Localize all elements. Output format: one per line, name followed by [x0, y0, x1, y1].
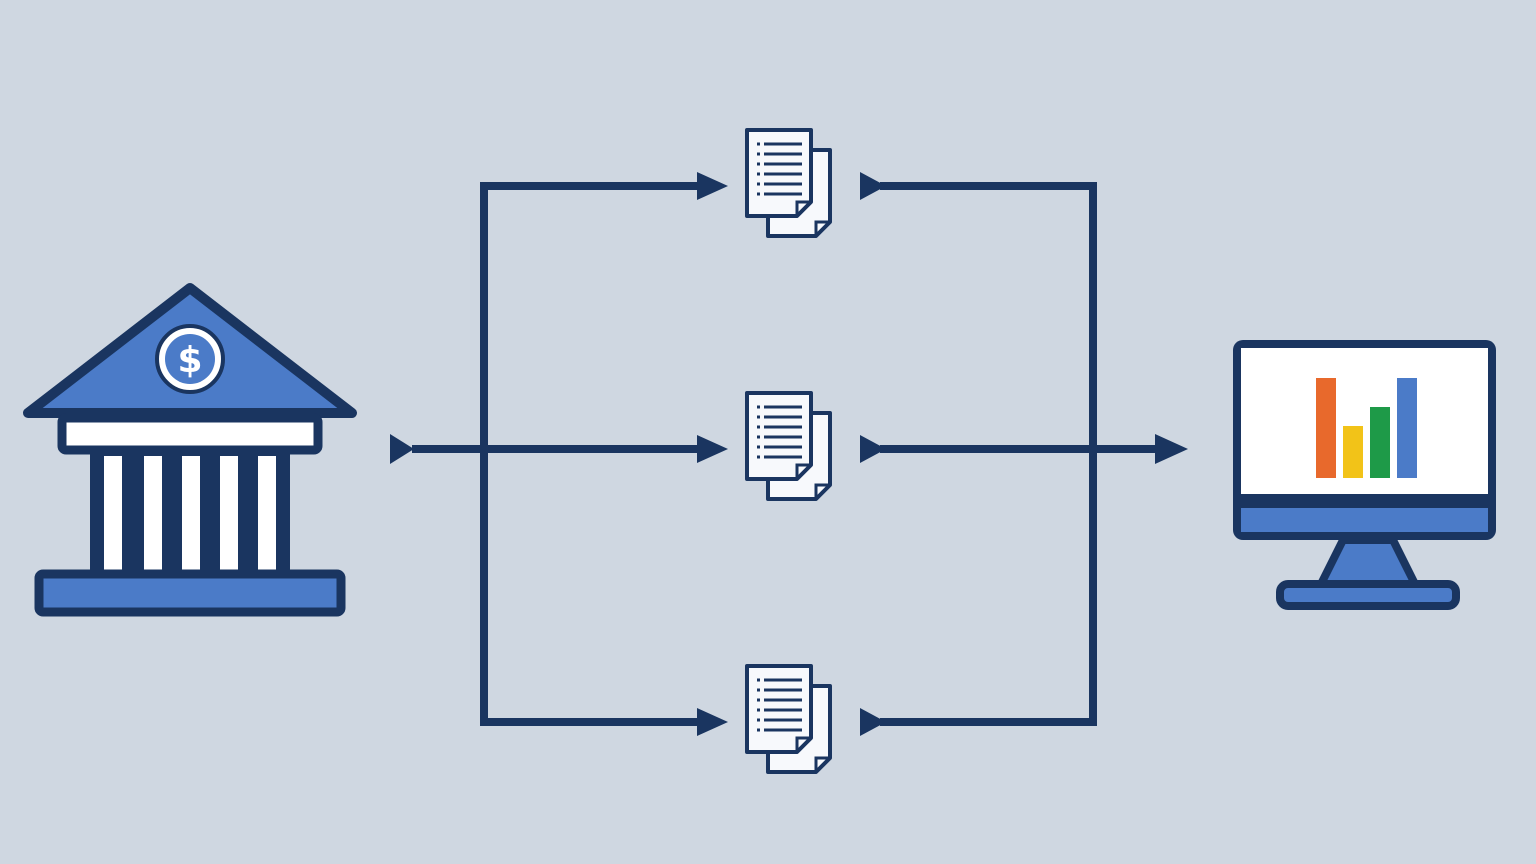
document-text-line — [764, 718, 802, 722]
document-text-line — [764, 415, 802, 419]
document-bullet — [757, 182, 760, 186]
document-bullet — [757, 142, 760, 146]
bank-column — [258, 456, 276, 572]
bank-entablature — [57, 413, 323, 455]
document-text-line — [764, 162, 802, 166]
arrow-head-doc-1 — [697, 172, 728, 200]
document-text-line — [764, 455, 802, 459]
bank-base — [34, 569, 346, 617]
chart-bar — [1343, 426, 1363, 478]
document-bullet — [757, 698, 760, 702]
document-text-line — [764, 142, 802, 146]
chart-bar — [1316, 378, 1336, 478]
arrow-tail-doc-1 — [860, 172, 886, 200]
document-front-sheet-fold — [795, 463, 811, 479]
document-stack-icon — [745, 128, 832, 238]
document-bullet — [757, 425, 760, 429]
document-bullet — [757, 172, 760, 176]
connector-bank-to-doc-3 — [480, 449, 700, 726]
dollar-sign-icon: $ — [177, 340, 202, 381]
document-bullet — [757, 162, 760, 166]
document-text-line — [764, 698, 802, 702]
document-text-line — [764, 152, 802, 156]
connectors-right — [880, 182, 1160, 726]
bank-column — [182, 456, 200, 572]
arrow-tail-doc-3 — [860, 708, 886, 736]
document-text-line — [764, 728, 802, 732]
document-stack-icon — [745, 664, 832, 774]
arrowheads-left — [390, 172, 728, 736]
chart-bar — [1370, 407, 1390, 478]
document-bullet — [757, 192, 760, 196]
document-bullet — [757, 455, 760, 459]
monitor-stand — [1317, 536, 1419, 588]
arrowheads-right — [860, 172, 1188, 736]
document-back-sheet-fold — [814, 756, 830, 772]
monitor-chin — [1241, 508, 1488, 532]
document-bullet — [757, 728, 760, 732]
connector-bank-to-doc-1 — [480, 182, 700, 449]
document-bullet — [757, 688, 760, 692]
document-bullet — [757, 445, 760, 449]
document-bullet — [757, 718, 760, 722]
document-text-line — [764, 445, 802, 449]
documents — [745, 128, 832, 774]
arrow-head-doc-3 — [697, 708, 728, 736]
connector-doc-1-to-monitor — [880, 182, 1097, 449]
monitor-chart-icon — [1233, 340, 1496, 610]
document-front-sheet-fold — [795, 736, 811, 752]
bank-column — [220, 456, 238, 572]
document-bullet — [757, 152, 760, 156]
document-text-line — [764, 688, 802, 692]
document-text-line — [764, 192, 802, 196]
document-text-line — [764, 172, 802, 176]
document-back-sheet-fold — [814, 483, 830, 499]
arrow-tail-doc-2 — [860, 435, 886, 463]
document-text-line — [764, 425, 802, 429]
monitor-foot — [1276, 580, 1460, 610]
document-text-line — [764, 678, 802, 682]
arrow-head-monitor — [1155, 434, 1188, 464]
document-bullet — [757, 405, 760, 409]
document-back-sheet-fold — [814, 220, 830, 236]
bank-column — [144, 456, 162, 572]
bank-icon: $ — [23, 283, 357, 617]
document-bullet — [757, 435, 760, 439]
document-text-line — [764, 435, 802, 439]
arrow-head-doc-2 — [697, 435, 728, 463]
document-bullet — [757, 678, 760, 682]
document-stack-icon — [745, 391, 832, 501]
document-bullet — [757, 415, 760, 419]
document-front-sheet-fold — [795, 200, 811, 216]
chart-bar — [1397, 378, 1417, 478]
document-text-line — [764, 708, 802, 712]
connectors-left — [412, 182, 700, 726]
monitor-screen — [1241, 348, 1488, 494]
document-text-line — [764, 405, 802, 409]
document-bullet — [757, 708, 760, 712]
arrow-tail-bank — [390, 434, 414, 464]
bar-chart — [1316, 378, 1417, 478]
bank-column — [104, 456, 122, 572]
document-text-line — [764, 182, 802, 186]
connector-doc-3-to-monitor — [880, 449, 1097, 726]
